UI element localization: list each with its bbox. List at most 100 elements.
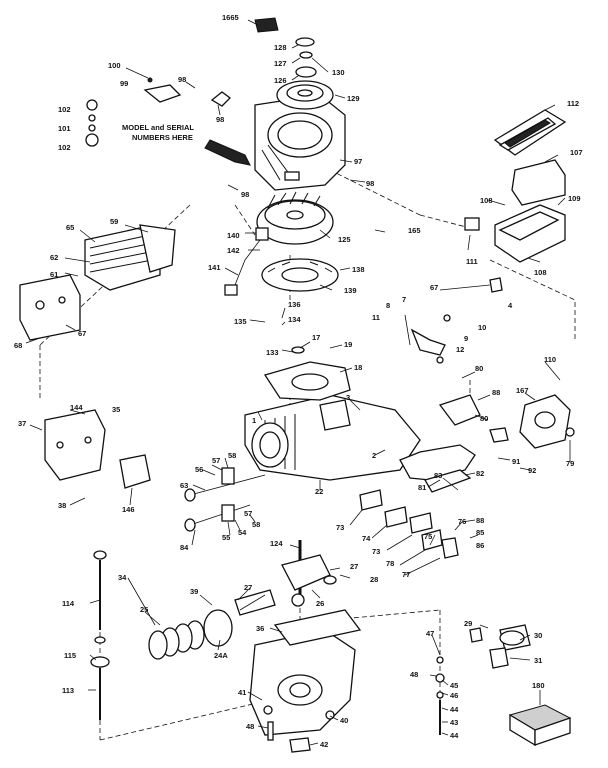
cylinder-head	[19, 224, 176, 341]
callout-31: 31	[534, 656, 542, 665]
callout-74: 74	[362, 534, 371, 543]
callout-98-b: 98	[216, 115, 224, 124]
callout-48-a: 48	[410, 670, 418, 679]
cap-parts	[85, 99, 99, 147]
callout-7: 7	[402, 295, 406, 304]
callout-108-a: 108	[480, 196, 493, 205]
callout-85: 85	[476, 528, 484, 537]
callout-44-b: 44	[450, 731, 459, 740]
callout-91: 91	[512, 457, 520, 466]
callout-46: 46	[450, 691, 458, 700]
valves	[184, 467, 266, 532]
callout-100: 100	[108, 61, 121, 70]
callout-75: 75	[424, 532, 432, 541]
callout-57-a: 57	[212, 456, 220, 465]
callout-115: 115	[64, 651, 76, 660]
callout-73-a: 73	[336, 523, 344, 532]
crankcase-sump	[249, 609, 362, 753]
callout-1665: 1665	[222, 13, 239, 22]
callout-98-d: 98	[241, 190, 249, 199]
callout-114: 114	[62, 599, 75, 608]
callout-29: 29	[464, 619, 472, 628]
callout-68: 68	[14, 341, 22, 350]
callout-144: 144	[70, 403, 83, 412]
callout-43: 43	[450, 718, 458, 727]
callout-130: 130	[332, 68, 345, 77]
callout-2: 2	[372, 451, 376, 460]
callout-135: 135	[234, 317, 247, 326]
callout-138: 138	[352, 265, 365, 274]
carburetor	[438, 394, 575, 449]
parts-kit-box	[508, 704, 572, 747]
callout-98-c: 98	[366, 179, 374, 188]
intake-gaskets	[359, 489, 459, 559]
callout-37: 37	[18, 419, 26, 428]
callout-28: 28	[370, 575, 378, 584]
callout-45: 45	[450, 681, 458, 690]
callout-59: 59	[110, 217, 118, 226]
callout-47: 47	[426, 629, 434, 638]
muffler-bracket	[44, 409, 151, 489]
callout-127: 127	[274, 59, 287, 68]
callout-86: 86	[476, 541, 484, 550]
callout-24a: 24A	[214, 651, 228, 660]
callout-9: 9	[464, 334, 468, 343]
callout-141: 141	[208, 263, 221, 272]
callout-labels: MODEL and SERIAL NUMBERS HERE 1665 128 1…	[14, 13, 583, 749]
callout-129: 129	[347, 94, 360, 103]
callout-124: 124	[270, 539, 283, 548]
callout-88: 88	[492, 388, 500, 397]
control-linkage	[404, 277, 503, 364]
callout-80: 80	[475, 364, 483, 373]
callout-30: 30	[534, 631, 542, 640]
callout-76: 76	[458, 517, 466, 526]
callout-79: 79	[566, 459, 574, 468]
callout-27-b: 27	[350, 562, 358, 571]
callout-107: 107	[570, 148, 583, 157]
callout-39: 39	[190, 587, 198, 596]
callout-128: 128	[274, 43, 287, 52]
callout-1: 1	[252, 416, 256, 425]
crankshaft	[281, 540, 337, 607]
callout-36: 36	[256, 624, 264, 633]
callout-65: 65	[66, 223, 74, 232]
callout-146: 146	[122, 505, 135, 514]
callout-67-b: 67	[430, 283, 438, 292]
callout-83: 83	[434, 471, 442, 480]
flywheel	[256, 191, 334, 245]
callout-17: 17	[312, 333, 320, 342]
air-filter-assembly	[464, 109, 567, 263]
callout-40: 40	[340, 716, 348, 725]
piston-assembly	[148, 589, 276, 660]
callout-35: 35	[112, 405, 120, 414]
callout-54: 54	[238, 528, 247, 537]
air-guide	[263, 346, 351, 401]
callout-19: 19	[344, 340, 352, 349]
callout-41: 41	[238, 688, 246, 697]
callout-18: 18	[354, 363, 362, 372]
callout-109: 109	[568, 194, 581, 203]
model-serial-note	[204, 139, 251, 166]
callout-57-b: 57	[244, 509, 252, 518]
callout-38: 38	[58, 501, 66, 510]
callout-58-a: 58	[228, 451, 236, 460]
callout-56: 56	[195, 465, 203, 474]
callout-58-b: 58	[252, 520, 260, 529]
callout-10: 10	[478, 323, 486, 332]
callout-42: 42	[320, 740, 328, 749]
callout-22: 22	[315, 487, 323, 496]
callout-165: 165	[408, 226, 421, 235]
recoil-starter	[254, 17, 334, 110]
callout-126: 126	[274, 76, 287, 85]
callout-48-b: 48	[246, 722, 254, 731]
callout-73-b: 73	[372, 547, 380, 556]
starter-handle	[143, 77, 231, 107]
callout-125: 125	[338, 235, 351, 244]
callout-112: 112	[567, 99, 579, 108]
callout-55: 55	[222, 533, 230, 542]
callout-136: 136	[288, 300, 301, 309]
callout-67-a: 67	[78, 329, 86, 338]
callout-84: 84	[180, 543, 189, 552]
